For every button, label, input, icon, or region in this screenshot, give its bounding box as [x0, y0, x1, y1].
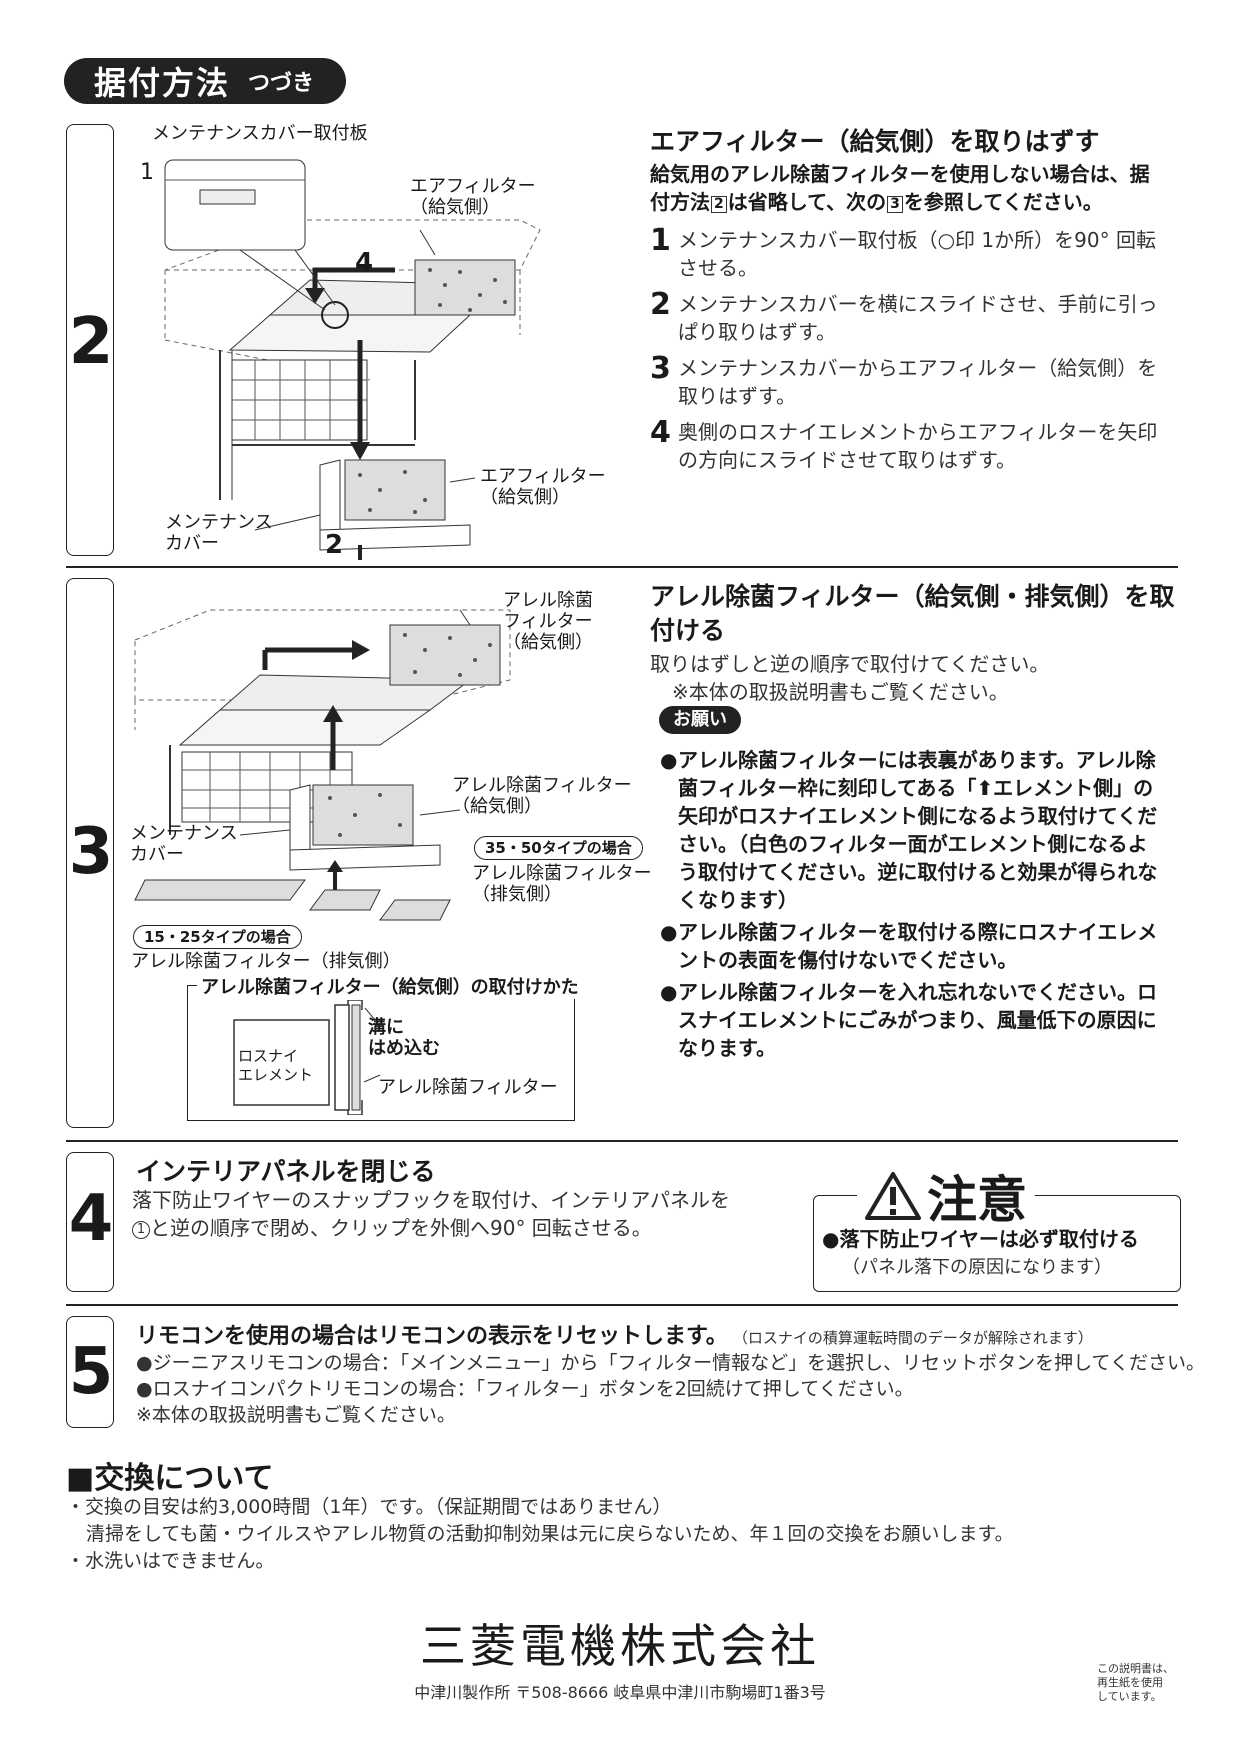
step-2-number: 2 [68, 305, 114, 379]
step-5-heading-row: リモコンを使用の場合はリモコンの表示をリセットします。 （ロスナイの積算運転時間… [136, 1318, 1186, 1350]
caution-title: 注意 [857, 1160, 1035, 1232]
divider [66, 1140, 1178, 1142]
divider [66, 566, 1178, 568]
bullet-3: ● アレル除菌フィルターを入れ忘れないでください。ロスナイエレメントにごみがつま… [660, 980, 1157, 1060]
step-2-heading: エアフィルター（給気側）を取りはずす [650, 127, 1100, 156]
warning-icon [865, 1172, 921, 1220]
label-maintenance-cover-3: メンテナンスカバー [130, 823, 238, 865]
tag-35-50-type: 35・50タイプの場合 [474, 836, 643, 860]
exchange-heading: ■交換について [66, 1461, 274, 1496]
step-4-box [66, 1152, 114, 1292]
bullet-2: ● アレル除菌フィルターを取付ける際にロスナイエレメントの表面を傷付けないでくだ… [660, 920, 1158, 972]
step-5-number: 5 [68, 1335, 114, 1409]
step-3-box [66, 578, 114, 1128]
bullet-1: ● アレル除菌フィルターには表裏があります。アレル除菌フィルター枠に刻印してある… [660, 748, 1158, 912]
install-inset-diagram [233, 1000, 381, 1115]
label-maintenance-cover: メンテナンスカバー [165, 512, 273, 554]
divider [66, 1304, 1178, 1306]
step-5-box [66, 1316, 114, 1428]
step-5-bullets: ●ジーニアスリモコンの場合：「メインメニュー」から「フィルター情報など」を選択し… [136, 1350, 1205, 1428]
step-3-heading: アレル除菌フィルター（給気側・排気側）を取付ける [650, 582, 1175, 645]
step-4-heading: インテリアパネルを閉じる [136, 1157, 436, 1186]
label-air-filter-top: エアフィルター（給気側） [410, 176, 536, 218]
step-3-note: ※本体の取扱説明書もご覧ください。 [672, 680, 1009, 704]
caution-bullet: ●落下防止ワイヤーは必ず取付ける [822, 1227, 1139, 1251]
step-2-diagram [164, 159, 541, 560]
step-5-heading-note: （ロスナイの積算運転時間のデータが解除されます） [732, 1329, 1093, 1347]
company-address: 中津川製作所 〒508-8666 岐阜県中津川市駒場町1番3号 [414, 1683, 826, 1702]
section-subtitle: つづき [248, 71, 315, 96]
recycle-note: この説明書は、再生紙を使用しています。 [1097, 1662, 1174, 1703]
onegai-badge: お願い [659, 706, 741, 734]
callout-1: 1 [140, 160, 154, 185]
callout-4: 4 [355, 248, 374, 278]
install-inset-title: アレル除菌フィルター（給気側）の取付けかた [197, 973, 583, 999]
exchange-text: ・交換の目安は約3,000時間（1年）です。（保証期間ではありません） 清掃をし… [66, 1496, 1014, 1572]
company-name: 三菱電機株式会社 [420, 1619, 820, 1673]
inset-label-element: ロスナイエレメント [238, 1047, 314, 1084]
step-4-number: 4 [68, 1182, 114, 1256]
label-air-filter-bottom: エアフィルター（給気側） [480, 466, 606, 508]
step-3-bullets: ● アレル除菌フィルターには表裏があります。アレル除菌フィルター枠に刻印してある… [660, 746, 1190, 1062]
step-5-heading: リモコンを使用の場合はリモコンの表示をリセットします。 [136, 1324, 728, 1349]
label-allergen-filter-exhaust: アレル除菌フィルター（排気側） [472, 863, 652, 905]
step-3-number: 3 [68, 815, 114, 889]
step-3-paragraph: 取りはずしと逆の順序で取付けてください。 [650, 652, 1050, 676]
label-maintenance-plate: メンテナンスカバー取付板 [152, 123, 368, 144]
section-title: 据付方法 [94, 64, 231, 102]
step-2-box [66, 124, 114, 556]
label-allergen-filter-supply-mid: アレル除菌フィルター（給気側） [452, 775, 632, 817]
label-allergen-filter-supply-top: アレル除菌フィルター（給気側） [503, 590, 593, 653]
inset-label-filter: アレル除菌フィルター [378, 1077, 558, 1098]
step-3-diagram [134, 609, 511, 921]
step-5-bullet-1: ●ジーニアスリモコンの場合：「メインメニュー」から「フィルター情報など」を選択し… [136, 1352, 1205, 1374]
section-title-pill: 据付方法 つづき [64, 58, 347, 104]
callout-2: 2 [325, 530, 344, 560]
inset-label-groove: 溝にはめ込む [368, 1017, 440, 1059]
caution-note: （パネル落下の原因になります） [842, 1257, 1112, 1278]
label-allergen-filter-exhaust-bottom: アレル除菌フィルター（排気側） [131, 951, 401, 972]
tag-15-25-type: 15・25タイプの場合 [133, 925, 302, 949]
step-5-note: ※本体の取扱説明書もご覧ください。 [136, 1404, 456, 1426]
step-5-bullet-2: ●ロスナイコンパクトリモコンの場合：「フィルター」ボタンを2回続けて押してくださ… [136, 1378, 914, 1400]
